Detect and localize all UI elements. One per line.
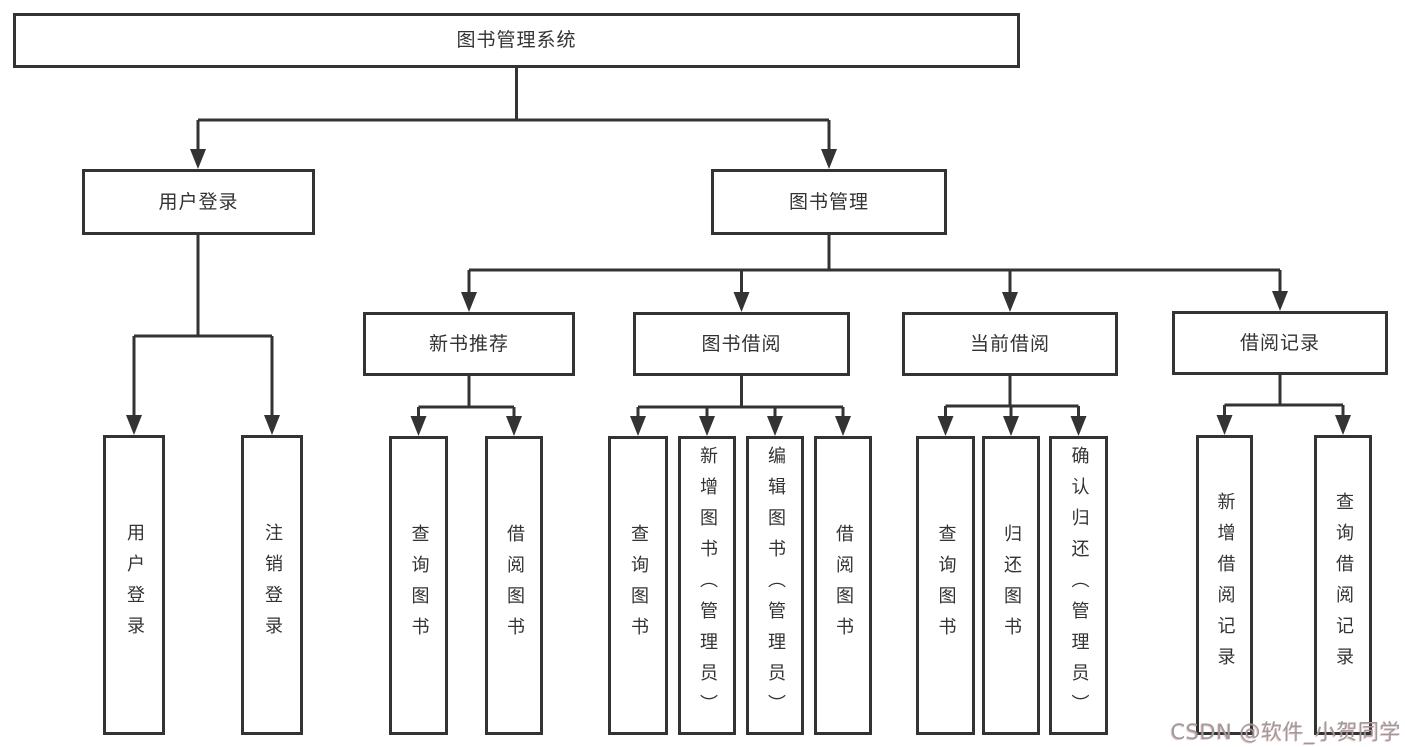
leaf-borrow-books-recommend: 借阅图书: [485, 436, 543, 735]
node-label: 查询图书: [408, 523, 430, 648]
arrowheads: [126, 149, 1351, 436]
node-label: 注销登录: [262, 523, 283, 647]
csdn-watermark: CSDN @软件_小贺同学: [1170, 720, 1401, 744]
node-label: 用户登录: [158, 190, 239, 213]
node-book-borrowing: 图书借阅: [633, 312, 850, 376]
connector-root-to-level2: [196, 68, 831, 152]
connector-recommend-to-children: [417, 376, 516, 419]
leaf-return-books: 归还图书: [982, 436, 1040, 735]
node-label: 确认归还（管理员）: [1068, 446, 1090, 725]
connector-records-to-children: [1223, 375, 1345, 418]
node-label: 当前借阅: [969, 332, 1050, 355]
node-label: 借阅记录: [1239, 331, 1320, 354]
node-label: 编辑图书（管理员）: [765, 446, 786, 725]
leaf-add-borrow-record: 新增借阅记录: [1196, 435, 1253, 735]
connector-userlogin-to-children: [132, 235, 274, 418]
node-book-management: 图书管理: [711, 169, 947, 235]
node-label: 借阅图书: [504, 523, 525, 648]
node-borrowing-records: 借阅记录: [1172, 311, 1388, 375]
node-label: 查询图书: [628, 523, 649, 648]
node-label: 借阅图书: [833, 523, 854, 648]
node-label: 查询图书: [935, 523, 957, 648]
leaf-logout: 注销登录: [241, 435, 303, 735]
leaf-query-books-recommend: 查询图书: [389, 436, 448, 735]
node-label: 新书推荐: [428, 332, 509, 355]
node-user-login: 用户登录: [82, 169, 315, 235]
node-current-borrowing: 当前借阅: [902, 312, 1118, 376]
node-library-management-system: 图书管理系统: [13, 13, 1020, 68]
leaf-borrow-books: 借阅图书: [814, 436, 872, 735]
leaf-query-books-current: 查询图书: [916, 436, 975, 735]
node-label: 新增借阅记录: [1214, 492, 1236, 678]
leaf-confirm-return-admin: 确认归还（管理员）: [1049, 436, 1108, 735]
node-label: 新增图书（管理员）: [697, 446, 718, 725]
node-label: 图书管理系统: [456, 29, 577, 51]
node-label: 用户登录: [124, 523, 145, 647]
node-label: 图书借阅: [701, 332, 782, 355]
connector-borrow-to-children: [636, 376, 845, 419]
leaf-add-books-admin: 新增图书（管理员）: [678, 436, 736, 735]
leaf-query-borrow-record: 查询借阅记录: [1314, 435, 1372, 735]
node-label: 查询借阅记录: [1333, 492, 1354, 678]
node-label: 图书管理: [788, 190, 869, 213]
connector-bookmgmt-to-level3: [467, 235, 1282, 295]
leaf-query-books-borrow: 查询图书: [608, 436, 668, 735]
connector-current-to-children: [944, 376, 1080, 419]
leaf-user-login: 用户登录: [103, 435, 165, 735]
leaf-edit-books-admin: 编辑图书（管理员）: [746, 436, 804, 735]
node-label: 归还图书: [1001, 523, 1022, 648]
node-new-book-recommendation: 新书推荐: [363, 312, 575, 376]
